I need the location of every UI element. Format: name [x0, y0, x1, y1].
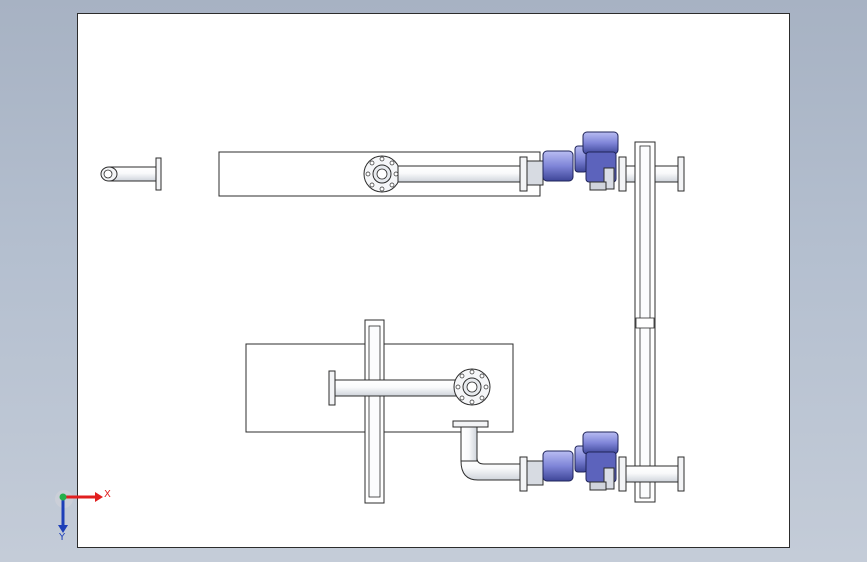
left-short-pipe[interactable] — [100, 157, 162, 191]
bottom-vertical-support[interactable] — [364, 319, 385, 504]
triad-x-label: X — [104, 489, 111, 500]
triad-y-label: Y — [59, 532, 66, 543]
bottom-valve-actuator[interactable] — [519, 431, 619, 492]
bottom-right-outlet-pipe[interactable] — [618, 456, 685, 492]
x-axis-arrowhead-icon — [95, 492, 103, 502]
coordinate-triad — [55, 490, 103, 533]
top-valve-actuator[interactable] — [526, 131, 619, 191]
drawing-sheet[interactable] — [77, 13, 790, 548]
bottom-elbow-pipe[interactable] — [452, 420, 521, 481]
right-vertical-support[interactable] — [634, 141, 656, 503]
origin-icon — [59, 493, 67, 501]
top-circular-flange[interactable] — [363, 155, 401, 193]
y-axis-arrowhead-icon — [58, 525, 68, 533]
bottom-circular-flange[interactable] — [453, 368, 491, 406]
